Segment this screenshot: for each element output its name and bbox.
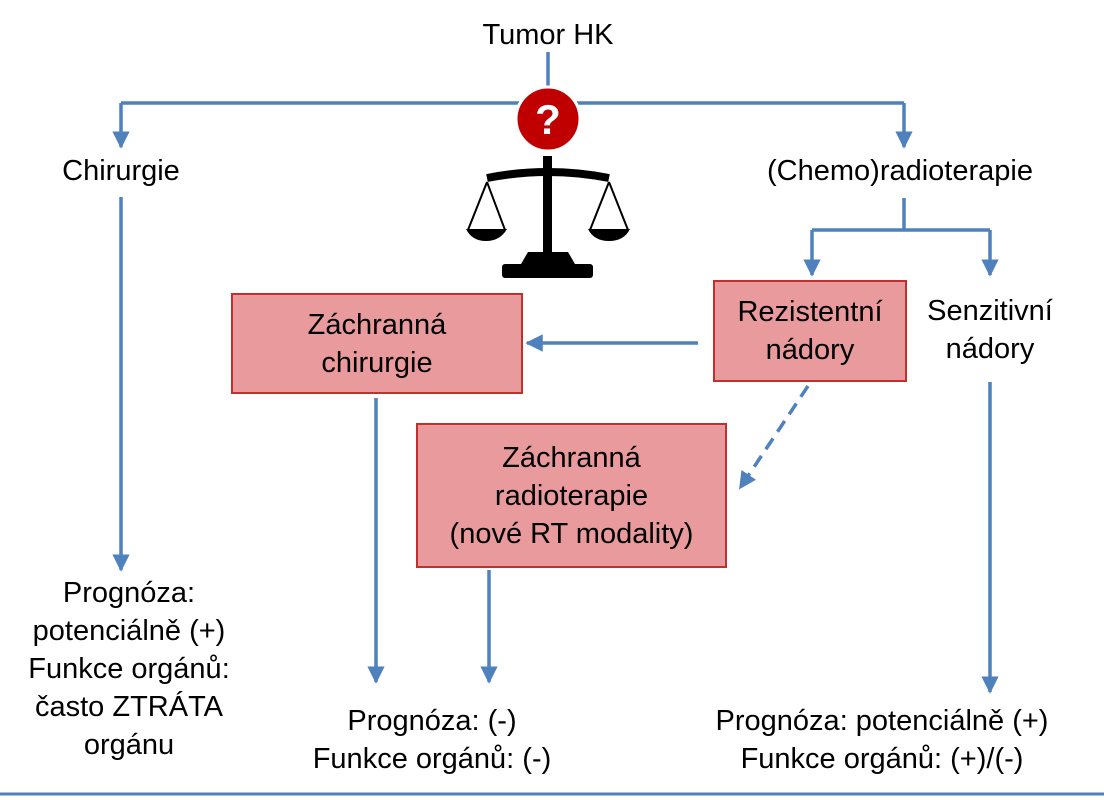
svg-text:?: ? — [535, 96, 561, 143]
node-chemoradiotherapy: (Chemo)radioterapie — [767, 155, 1033, 187]
node-sensitive: Senzitivní nádory — [927, 295, 1053, 365]
node-root: Tumor HK — [482, 19, 614, 51]
node-resistant: Rezistentní nádory — [713, 280, 907, 382]
question-icon: ? — [514, 85, 582, 153]
node-salvage-surgery: Záchranná chirurgie — [231, 293, 523, 394]
node-salvage-radiotherapy: Záchranná radioterapie (nové RT modality… — [416, 423, 727, 568]
balance-scale-icon — [466, 156, 630, 278]
outcome-sensitive: Prognóza: potenciálně (+) Funkce orgánů:… — [715, 705, 1049, 775]
outcome-surgery: Prognóza: potenciálně (+) Funkce orgánů:… — [28, 577, 230, 761]
arrow-resistant-to-salvage-rt — [738, 385, 810, 490]
outcome-salvage: Prognóza: (-) Funkce orgánů: (-) — [312, 705, 552, 775]
node-surgery: Chirurgie — [62, 155, 180, 187]
